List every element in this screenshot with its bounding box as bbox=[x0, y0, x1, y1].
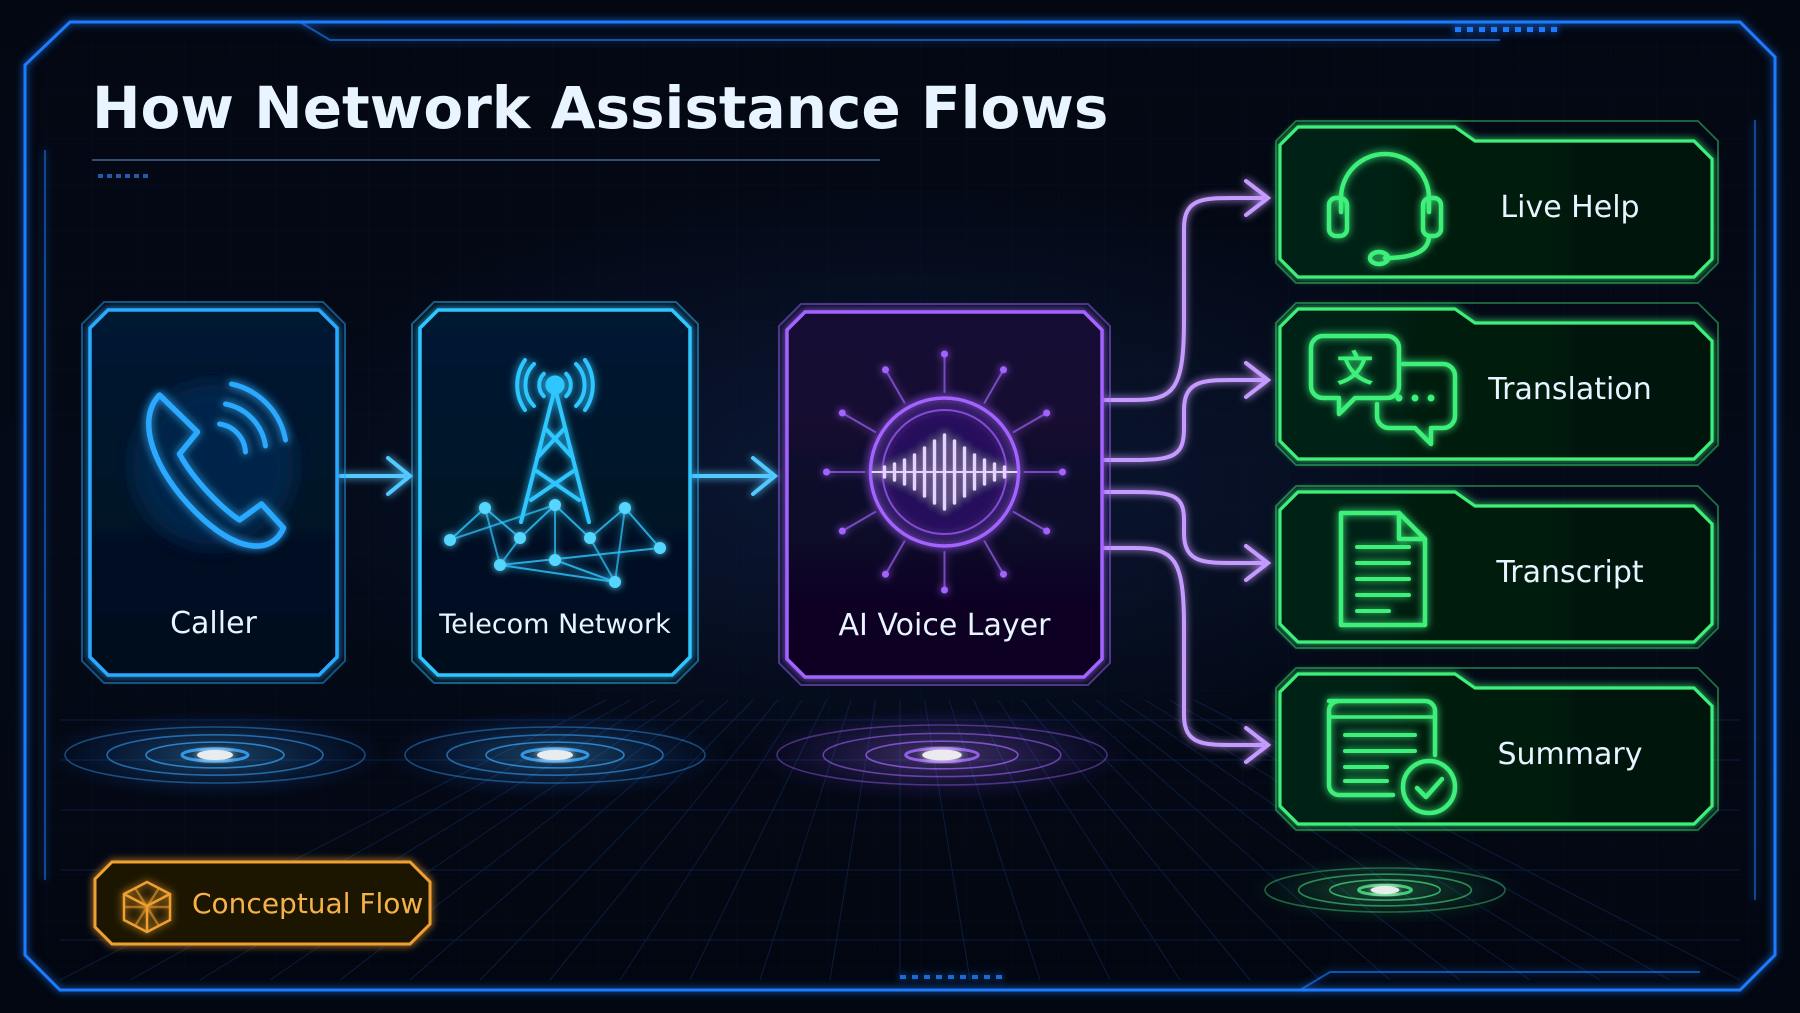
pipeline-card-label: AI Voice Layer bbox=[839, 608, 1052, 643]
voice-waveform-icon bbox=[823, 350, 1066, 594]
output-card-label: Summary bbox=[1498, 737, 1643, 772]
hud-frame-outer bbox=[23, 20, 1777, 992]
pipeline-card-ai-voice-layer: AI Voice Layer bbox=[778, 303, 1111, 686]
cube-icon bbox=[122, 880, 172, 934]
arrow-ai-to-live-help bbox=[1102, 196, 1264, 402]
hologram-platform bbox=[752, 707, 1132, 803]
hologram-platform bbox=[1247, 854, 1523, 926]
headset-icon bbox=[1326, 151, 1444, 267]
arrow-ai-to-transcript bbox=[1102, 490, 1264, 565]
arrow-ai-to-translation bbox=[1102, 378, 1264, 462]
hologram-platform bbox=[382, 710, 728, 800]
output-card-transcript: Transcript bbox=[1275, 485, 1719, 649]
pipeline-card-label: Telecom Network bbox=[438, 609, 671, 640]
page-title: How Network Assistance Flows bbox=[92, 74, 1108, 142]
pipeline-card-telecom-network: Telecom Network bbox=[411, 301, 699, 684]
output-card-summary: Summary bbox=[1275, 667, 1719, 831]
phone-icon bbox=[131, 381, 296, 549]
svg-text:文: 文 bbox=[1337, 349, 1373, 390]
output-card-label: Translation bbox=[1487, 372, 1651, 407]
badge-label: Conceptual Flow bbox=[192, 887, 423, 920]
output-card-translation: 文 Translation bbox=[1275, 302, 1719, 466]
conceptual-flow-badge: Conceptual Flow bbox=[93, 860, 432, 946]
hologram-platform bbox=[42, 710, 388, 800]
summary-check-icon bbox=[1326, 698, 1458, 816]
output-card-label: Live Help bbox=[1500, 190, 1639, 225]
output-card-label: Transcript bbox=[1495, 555, 1643, 590]
pipeline-card-label: Caller bbox=[170, 606, 257, 641]
output-card-live-help: Live Help bbox=[1275, 120, 1719, 284]
cell-tower-icon bbox=[444, 358, 666, 588]
arrow-ai-to-summary bbox=[1102, 546, 1264, 747]
pipeline-card-caller: Caller bbox=[81, 301, 346, 684]
document-icon bbox=[1338, 510, 1428, 628]
translate-chat-icon: 文 bbox=[1308, 333, 1458, 447]
